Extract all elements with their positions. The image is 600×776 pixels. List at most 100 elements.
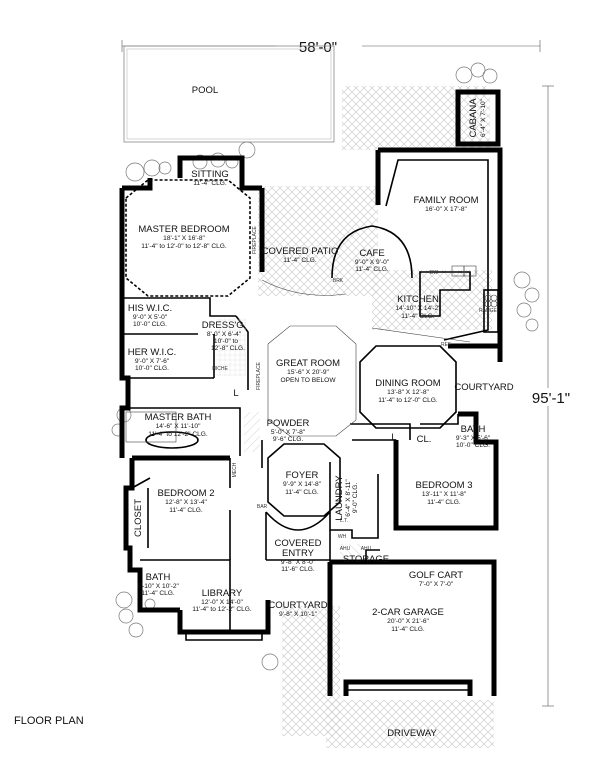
overall-width-label: 58'-0" — [299, 39, 337, 56]
room-size-dining-room: 13'-8" X 12'-8" — [387, 389, 429, 396]
room-note-great-room: OPEN TO BELOW — [280, 377, 336, 384]
room-size-powder: 5'-0" X 7'-8" — [271, 429, 306, 436]
room-clg-garage: 11'-4" CLG. — [391, 626, 425, 633]
fixture-l1: L — [233, 388, 238, 399]
room-name-courtyard-front: COURTYARD — [268, 600, 327, 611]
room-labels: POOL CABANA 6'-4" X 7'-10" SITTING 11'-4… — [128, 85, 514, 739]
fixture-cl: CL. — [417, 434, 432, 445]
room-clg-laundry: 9'-0" CLG. — [352, 483, 359, 514]
room-size-kitchen: 14'-10" X 14'-2" — [395, 305, 441, 312]
lanai-deck — [342, 86, 490, 150]
room-clg-bedroom-3: 11'-4" CLG. — [427, 499, 461, 506]
room-size-family-room: 16'-0" X 17'-8" — [425, 206, 467, 213]
room-name-closet: CLOSET — [133, 499, 144, 537]
room-clg-her-wic: 10'-0" CLG. — [135, 365, 169, 372]
cabana-walls — [455, 89, 501, 147]
room-size-her-wic: 9'-0" X 7'-6" — [135, 358, 170, 365]
room-size-cabana: 6'-4" X 7'-10" — [480, 98, 487, 137]
room-name-powder: POWDER — [267, 418, 310, 429]
fixture-range: RANGE — [479, 308, 497, 314]
storage-floor — [340, 544, 362, 558]
room-name-sitting: SITTING — [191, 169, 228, 180]
room-clg2-dressing: 12'-8" CLG. — [211, 345, 245, 352]
room-clg-dining-room: 11'-4" to 12'-0" CLG. — [378, 397, 438, 404]
room-name-master-bedroom: MASTER BEDROOM — [138, 224, 229, 235]
fixture-ahu: AHU — [340, 546, 351, 552]
room-clg1-dressing: 10'-0" to — [214, 338, 238, 345]
exterior-walls — [119, 147, 503, 696]
room-clg-bath-2: 10'-0" CLG. — [456, 442, 490, 449]
room-clg-cafe: 11'-4" CLG. — [355, 266, 389, 273]
fixture-lt: L.T. — [340, 518, 348, 524]
room-name-library: LIBRARY — [202, 588, 243, 599]
room-name-pool: POOL — [192, 85, 218, 96]
room-clg-master-bedroom: 11'-4" to 12'-0" to 12'-8" CLG. — [141, 243, 227, 250]
pool-water — [126, 48, 332, 140]
room-size-garage: 20'-0" X 21'-6" — [387, 618, 429, 625]
fixture-fireplace: FIREPLACE — [252, 225, 258, 253]
overall-depth-dimension: 95'-1" — [523, 85, 579, 707]
room-size-library: 12'-0" X 14'-0" — [201, 599, 243, 606]
room-name-great-room: GREAT ROOM — [276, 358, 340, 369]
room-clg-kitchen: 11'-4" CLG. — [401, 313, 435, 320]
room-name-laundry: LAUNDRY — [334, 475, 345, 521]
room-name-covered-patio: COVERED PATIO — [262, 246, 339, 257]
room-name-bath-1: BATH — [146, 572, 171, 583]
room-name-kitchen: KITCHEN — [397, 294, 439, 305]
room-size-bedroom-2: 12'-8" X 13'-4" — [165, 499, 207, 506]
fixture-bar: BAR — [257, 504, 268, 510]
room-size-courtyard-front: 9'-8" X 10'-1" — [279, 611, 318, 618]
room-size-master-bath: 14'-6" X 11'-10" — [156, 423, 201, 430]
plan-caption: FLOOR PLAN — [14, 715, 84, 727]
fixture-dw: DW — [430, 270, 439, 276]
room-size-dressing: 8'-0" X 6'-4" — [207, 331, 242, 338]
room-clg-sitting: 11'-4" CLG. — [193, 180, 227, 187]
room-name-bedroom-3: BEDROOM 3 — [415, 480, 472, 491]
room-name-his-wic: HIS W.I.C. — [128, 303, 172, 314]
room-size-great-room: 15'-6" X 20'-9" — [287, 369, 329, 376]
room-name-dining-room: DINING ROOM — [375, 378, 441, 389]
room-name-driveway: DRIVEWAY — [387, 728, 437, 739]
kitchen-floor — [372, 270, 492, 330]
room-name-golf-cart: GOLF CART — [409, 570, 463, 581]
room-name-storage: STORAGE — [343, 554, 389, 565]
room-clg-covered-patio: 11'-4" CLG. — [283, 257, 317, 264]
room-clg-powder: 9'-6" CLG. — [273, 436, 304, 443]
pool-outline — [123, 45, 335, 143]
kitchen-appliances — [451, 265, 498, 308]
room-name-master-bath: MASTER BATH — [145, 412, 212, 423]
room-size-his-wic: 9'-0" X 5'-0" — [133, 314, 168, 321]
room-clg-library: 11'-4" to 12'-2" CLG. — [192, 606, 252, 613]
room-size-covered-entry: 9'-8" X 8'-0" — [281, 559, 316, 566]
room-clg-bedroom-2: 11'-4" CLG. — [169, 507, 203, 514]
room-name-garage: 2-CAR GARAGE — [372, 607, 444, 618]
room-name-her-wic: HER W.I.C. — [128, 347, 177, 358]
fixture-l2: L — [391, 432, 396, 443]
room-size-bedroom-3: 13'-11" X 11'-8" — [422, 491, 467, 498]
fixture-ref: REF — [441, 342, 451, 348]
room-size-golf-cart: 7'-0" X 7'-0" — [419, 581, 454, 588]
room-clg-covered-entry: 11'-6" CLG. — [281, 566, 315, 573]
room-name-foyer: FOYER — [286, 470, 319, 481]
dressing-floor — [216, 318, 246, 376]
room-clg-master-bath: 11'-4" to 12'-2" CLG. — [148, 431, 208, 438]
driveway-apron — [326, 700, 494, 748]
room-name-dressing: DRESS'G. — [202, 320, 247, 331]
overall-width-dimension: 58'-0" — [121, 36, 541, 56]
room-size-cafe: 9'-0" X 9'-0" — [355, 259, 390, 266]
room-clg-his-wic: 10'-0" CLG. — [133, 321, 167, 328]
room-size-bath-1: 5'-10" X 10'-2" — [137, 583, 179, 590]
room-size-bath-2: 9'-3" X 5'-6" — [456, 435, 491, 442]
patio-deck — [258, 186, 378, 296]
room-name-bedroom-2: BEDROOM 2 — [157, 488, 214, 499]
room-size-laundry: 6'-4" X 8'-11" — [345, 479, 352, 517]
room-clg-foyer: 11'-4" CLG. — [285, 489, 319, 496]
room-name2-covered-entry: ENTRY — [282, 548, 315, 559]
landscape-shrubs — [111, 62, 540, 671]
fixture-labels: L L CL. FIREPLACE FIREPLACE BRK DW RANGE… — [212, 225, 497, 552]
fixture-brk: BRK — [333, 278, 344, 284]
overall-depth-label: 95'-1" — [532, 390, 570, 407]
room-name-family-room: FAMILY ROOM — [413, 195, 478, 206]
fixture-niche: NICHE — [212, 366, 228, 372]
